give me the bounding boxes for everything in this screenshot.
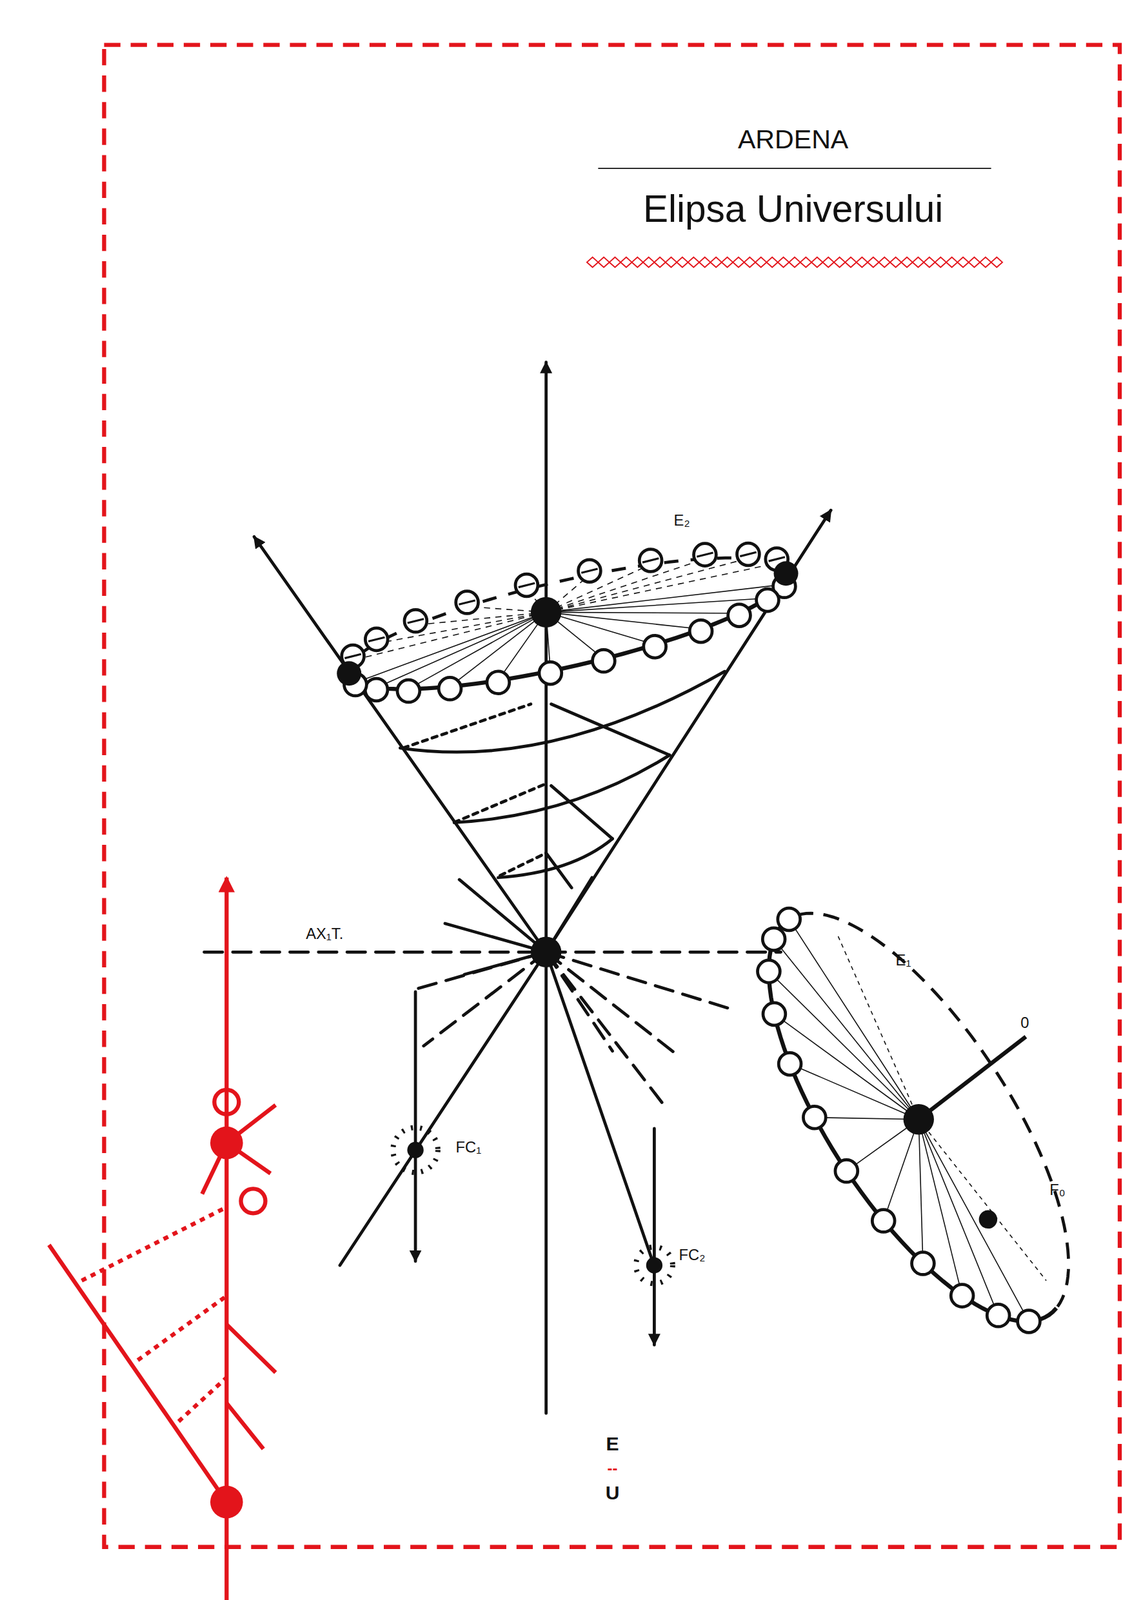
fc1-halo — [392, 1127, 438, 1173]
fc2-halo — [635, 1247, 673, 1285]
axis-label: AX₁T. — [305, 925, 344, 943]
ornament — [586, 257, 1003, 268]
red-dot — [210, 1126, 244, 1160]
series-name: ARDENA — [737, 125, 849, 155]
focus-label: FC₂ — [679, 1246, 706, 1264]
axis-label: 0 — [1020, 1014, 1029, 1032]
ellipse-label: E₁ — [895, 952, 912, 969]
ellipse-e2 — [336, 543, 798, 703]
fc1-dot — [407, 1142, 424, 1159]
title: Elipsa Universului — [643, 188, 944, 230]
title-rule — [597, 167, 991, 169]
monogram-dash: -- — [607, 1460, 618, 1478]
red-figure — [49, 877, 276, 1600]
ellipse-e1 — [757, 908, 1069, 1333]
origin-dot — [530, 937, 562, 968]
monogram-letter: U — [605, 1482, 620, 1505]
red-dot — [210, 1486, 244, 1520]
focus-label: FC₁ — [456, 1139, 482, 1156]
ellipse-label: E₂ — [674, 512, 691, 529]
cone — [204, 362, 832, 1414]
frame — [103, 45, 1120, 1548]
focus-label: F₀ — [1049, 1181, 1065, 1199]
fc2-dot — [646, 1257, 663, 1274]
monogram-letter: E — [605, 1433, 619, 1456]
